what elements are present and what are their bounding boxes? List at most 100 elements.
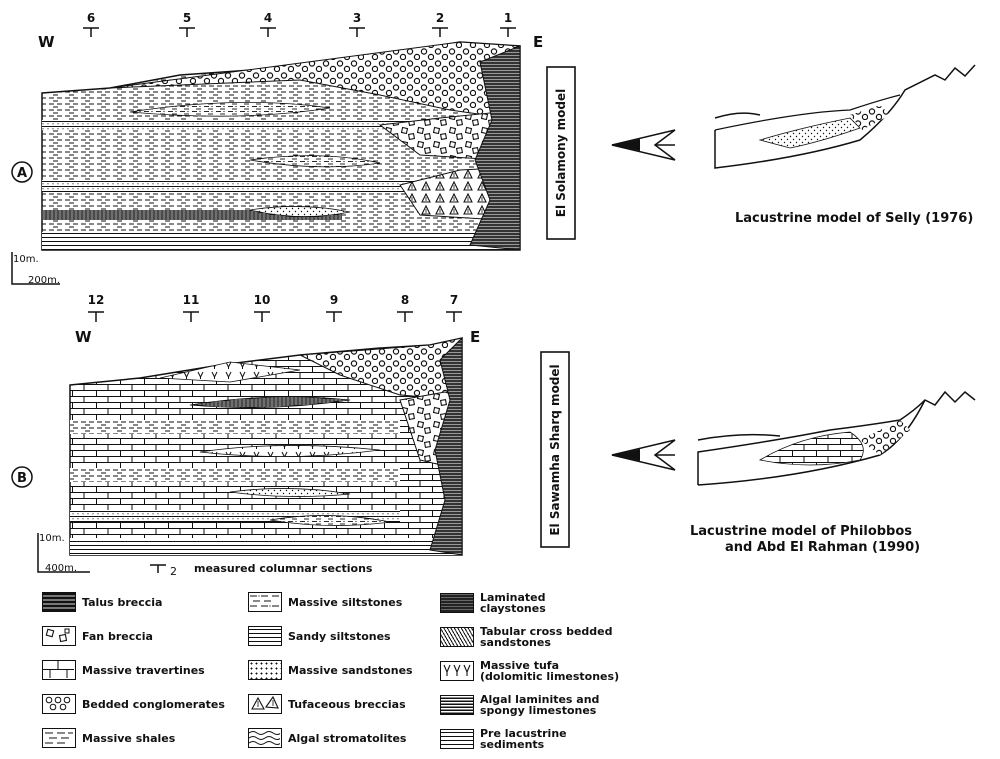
- legend-swatch: [248, 592, 282, 612]
- section-marker: 2: [432, 11, 448, 37]
- scale-horizontal-label: 400m.: [45, 563, 77, 574]
- legend-swatch: [248, 694, 282, 714]
- model-label: El Sawamha Sharq model: [548, 364, 562, 535]
- legend-item-travertine: Massive travertines: [42, 660, 205, 680]
- legend-swatch: [440, 593, 474, 613]
- section-number: 5: [183, 11, 191, 25]
- legend-item-sandstone: Massive sandstones: [248, 660, 413, 680]
- legend-swatch: [42, 660, 76, 680]
- legend-item-stromatolite: Algal stromatolites: [248, 728, 406, 748]
- model-box-b: El Sawamha Sharq model: [541, 352, 569, 547]
- legend-label: Algal laminites and spongy limestones: [480, 694, 599, 716]
- philobbos-caption-line-2: and Abd El Rahman (1990): [725, 540, 920, 555]
- cross-section-b: [70, 338, 462, 555]
- section-marker: 7: [446, 293, 462, 322]
- legend-item-conglomerate: Bedded conglomerates: [42, 694, 225, 714]
- legend-swatch: [42, 728, 76, 748]
- section-markers-a: 6 5 4 3 2 1: [83, 11, 516, 37]
- west-label-a: W: [38, 33, 55, 51]
- legend-swatch: [42, 694, 76, 714]
- section-marker: 3: [349, 11, 365, 37]
- section-key-number: 2: [170, 565, 177, 578]
- legend-swatch: [42, 626, 76, 646]
- section-marker: 9: [326, 293, 342, 322]
- legend-swatch: [248, 728, 282, 748]
- diagram-letter: A: [17, 166, 27, 181]
- legend-swatch: [42, 592, 76, 612]
- section-marker: 6: [83, 11, 99, 37]
- legend-swatch: [440, 695, 474, 715]
- legend-item-crossbed: Tabular cross bedded sandstones: [440, 626, 613, 648]
- section-number: 6: [87, 11, 95, 25]
- section-marker: 8: [397, 293, 413, 322]
- section-number: 8: [401, 293, 409, 307]
- diagram-a-letter: A: [12, 162, 32, 182]
- philobbos-caption-line-1: Lacustrine model of Philobbos: [690, 524, 912, 539]
- legend-swatch: [440, 661, 474, 681]
- section-number: 1: [504, 11, 512, 25]
- legend-item-prelac: Pre lacustrine sediments: [440, 728, 567, 750]
- scale-vertical-label: 10m.: [13, 254, 39, 265]
- diagram-a: W E 6 5 4 3 2 1: [12, 11, 975, 286]
- legend-swatch: [248, 626, 282, 646]
- legend-label: Massive siltstones: [288, 597, 402, 608]
- section-caption: measured columnar sections: [194, 562, 373, 575]
- legend-item-algal: Algal laminites and spongy limestones: [440, 694, 599, 716]
- legend-label: Massive travertines: [82, 665, 205, 676]
- section-marker: 1: [500, 11, 516, 37]
- section-marker: 5: [179, 11, 195, 37]
- diagram-b-letter: B: [12, 467, 32, 487]
- legend-item-siltstone: Massive siltstones: [248, 592, 402, 612]
- section-number: 2: [436, 11, 444, 25]
- cross-section-a: [42, 42, 520, 250]
- selly-model-sketch: Lacustrine model of Selly (1976): [715, 65, 975, 226]
- legend-item-claystone: Laminated claystones: [440, 592, 546, 614]
- diagram-b: W E 12 11 10 9 8 7: [12, 293, 975, 578]
- section-number: 9: [330, 293, 338, 307]
- legend-item-tufa: Massive tufa (dolomitic limestones): [440, 660, 619, 682]
- section-number: 4: [264, 11, 272, 25]
- scale-vertical-label: 10m.: [39, 533, 65, 544]
- philobbos-model-sketch: Lacustrine model of Philobbos and Abd El…: [690, 392, 975, 555]
- legend-label: Fan breccia: [82, 631, 153, 642]
- section-markers-b: 12 11 10 9 8 7: [88, 293, 462, 322]
- arrow-b: [612, 440, 675, 470]
- section-number: 7: [450, 293, 458, 307]
- legend-label: Pre lacustrine sediments: [480, 728, 567, 750]
- diagram-letter: B: [17, 471, 27, 486]
- legend-item-talus: Talus breccia: [42, 592, 162, 612]
- section-number: 10: [254, 293, 271, 307]
- legend-item-shale: Massive shales: [42, 728, 175, 748]
- scale-horizontal-label: 200m.: [28, 275, 60, 286]
- legend-label: Massive shales: [82, 733, 175, 744]
- legend-label: Laminated claystones: [480, 592, 546, 614]
- west-label-b: W: [75, 328, 92, 346]
- section-marker: 11: [183, 293, 200, 322]
- selly-caption: Lacustrine model of Selly (1976): [735, 211, 973, 226]
- legend-label: Massive sandstones: [288, 665, 413, 676]
- section-marker: 12: [88, 293, 105, 322]
- legend-label: Talus breccia: [82, 597, 162, 608]
- section-number: 3: [353, 11, 361, 25]
- legend-label: Tufaceous breccias: [288, 699, 406, 710]
- scale-bar-a: 10m. 200m.: [12, 252, 60, 286]
- legend-item-fan: Fan breccia: [42, 626, 153, 646]
- legend-label: Sandy siltstones: [288, 631, 391, 642]
- legend-label: Tabular cross bedded sandstones: [480, 626, 613, 648]
- legend-swatch: [440, 729, 474, 749]
- legend-item-tufabreccia: Tufaceous breccias: [248, 694, 406, 714]
- legend-swatch: [440, 627, 474, 647]
- legend-label: Massive tufa (dolomitic limestones): [480, 660, 619, 682]
- east-label-a: E: [533, 33, 543, 51]
- legend-swatch: [248, 660, 282, 680]
- east-label-b: E: [470, 328, 480, 346]
- legend-item-sandysilt: Sandy siltstones: [248, 626, 391, 646]
- legend-label: Bedded conglomerates: [82, 699, 225, 710]
- model-box-a: El Solamony model: [547, 67, 575, 239]
- section-number: 11: [183, 293, 200, 307]
- model-label: El Solamony model: [554, 89, 568, 217]
- section-key: 2 measured columnar sections: [150, 562, 373, 578]
- legend-label: Algal stromatolites: [288, 733, 406, 744]
- section-marker: 10: [254, 293, 271, 322]
- section-marker: 4: [260, 11, 276, 37]
